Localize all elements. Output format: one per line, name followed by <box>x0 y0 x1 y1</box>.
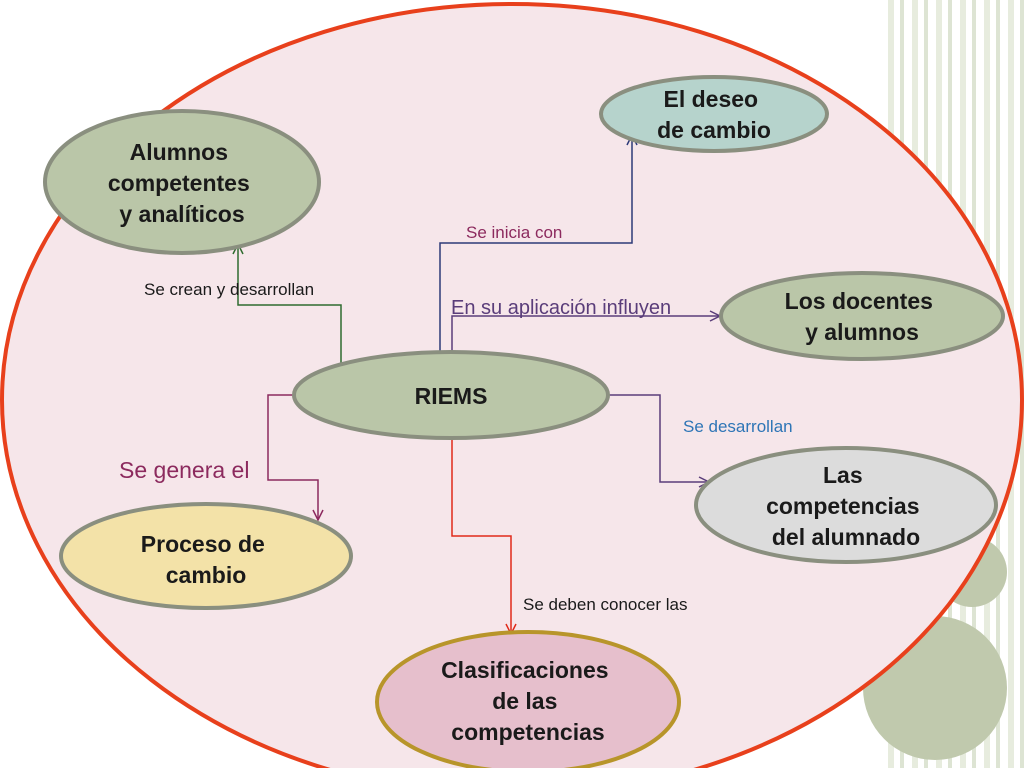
node-clasificaciones: Clasificaciones de las competencias <box>375 630 681 768</box>
edge-label-se-desarrollan: Se desarrollan <box>683 417 793 436</box>
svg-text:Clasificaciones de las: Clasificaciones de las competencias <box>441 657 615 745</box>
node-competencias-line-2: competencias <box>766 493 919 519</box>
svg-text:Los docentes y alumnos: Los docentes y alumnos <box>785 288 940 345</box>
node-el-deseo: El deseo de cambio <box>599 75 829 153</box>
node-docentes-line-1: Los docentes <box>785 288 933 314</box>
node-proceso-line-2: cambio <box>166 562 247 588</box>
node-alumnos-line-2: competentes <box>108 170 250 196</box>
svg-text:Las competencias d: Las competencias del alumnado <box>766 462 926 550</box>
node-deseo-line-2: de cambio <box>657 117 771 143</box>
connector-se-deben-conocer <box>451 438 511 634</box>
node-proceso-line-1: Proceso de <box>141 531 265 557</box>
node-las-competencias: Las competencias del alumnado <box>694 446 998 564</box>
node-proceso-de-cambio: Proceso de cambio <box>59 502 353 610</box>
node-competencias-line-3: del alumnado <box>772 524 920 550</box>
node-riems: RIEMS <box>292 350 610 440</box>
edge-label-se-inicia: Se inicia con <box>466 223 562 242</box>
connector-se-crean <box>238 244 342 364</box>
edge-label-en-su-aplicacion: En su aplicación influyen <box>451 297 671 319</box>
svg-text:El deseo de cambio: El deseo de cambio <box>657 86 771 143</box>
node-clasificaciones-line-3: competencias <box>451 719 604 745</box>
svg-text:Alumnos competentes: Alumnos competentes y analíticos <box>108 139 256 227</box>
node-clasificaciones-line-1: Clasificaciones <box>441 657 608 683</box>
node-alumnos-line-3: y analíticos <box>119 201 244 227</box>
node-alumnos-line-1: Alumnos <box>130 139 228 165</box>
node-riems-label: RIEMS <box>415 383 488 409</box>
edge-label-se-genera: Se genera el <box>119 457 249 483</box>
edge-label-se-crean: Se crean y desarrollan <box>144 280 314 299</box>
edge-label-se-deben-conocer: Se deben conocer las <box>523 595 687 614</box>
connector-se-desarrollan <box>608 394 709 482</box>
connector-se-inicia <box>439 135 632 352</box>
node-deseo-line-1: El deseo <box>664 86 759 112</box>
node-docentes-line-2: y alumnos <box>805 319 919 345</box>
svg-text:Proceso de cambio: Proceso de cambio <box>141 531 271 588</box>
node-competencias-line-1: Las <box>823 462 863 488</box>
connector-en-su-aplicacion <box>451 316 720 352</box>
node-los-docentes: Los docentes y alumnos <box>719 271 1005 361</box>
node-alumnos-competentes: Alumnos competentes y analíticos <box>43 109 321 255</box>
node-clasificaciones-line-2: de las <box>492 688 557 714</box>
connector-se-genera <box>267 394 318 520</box>
